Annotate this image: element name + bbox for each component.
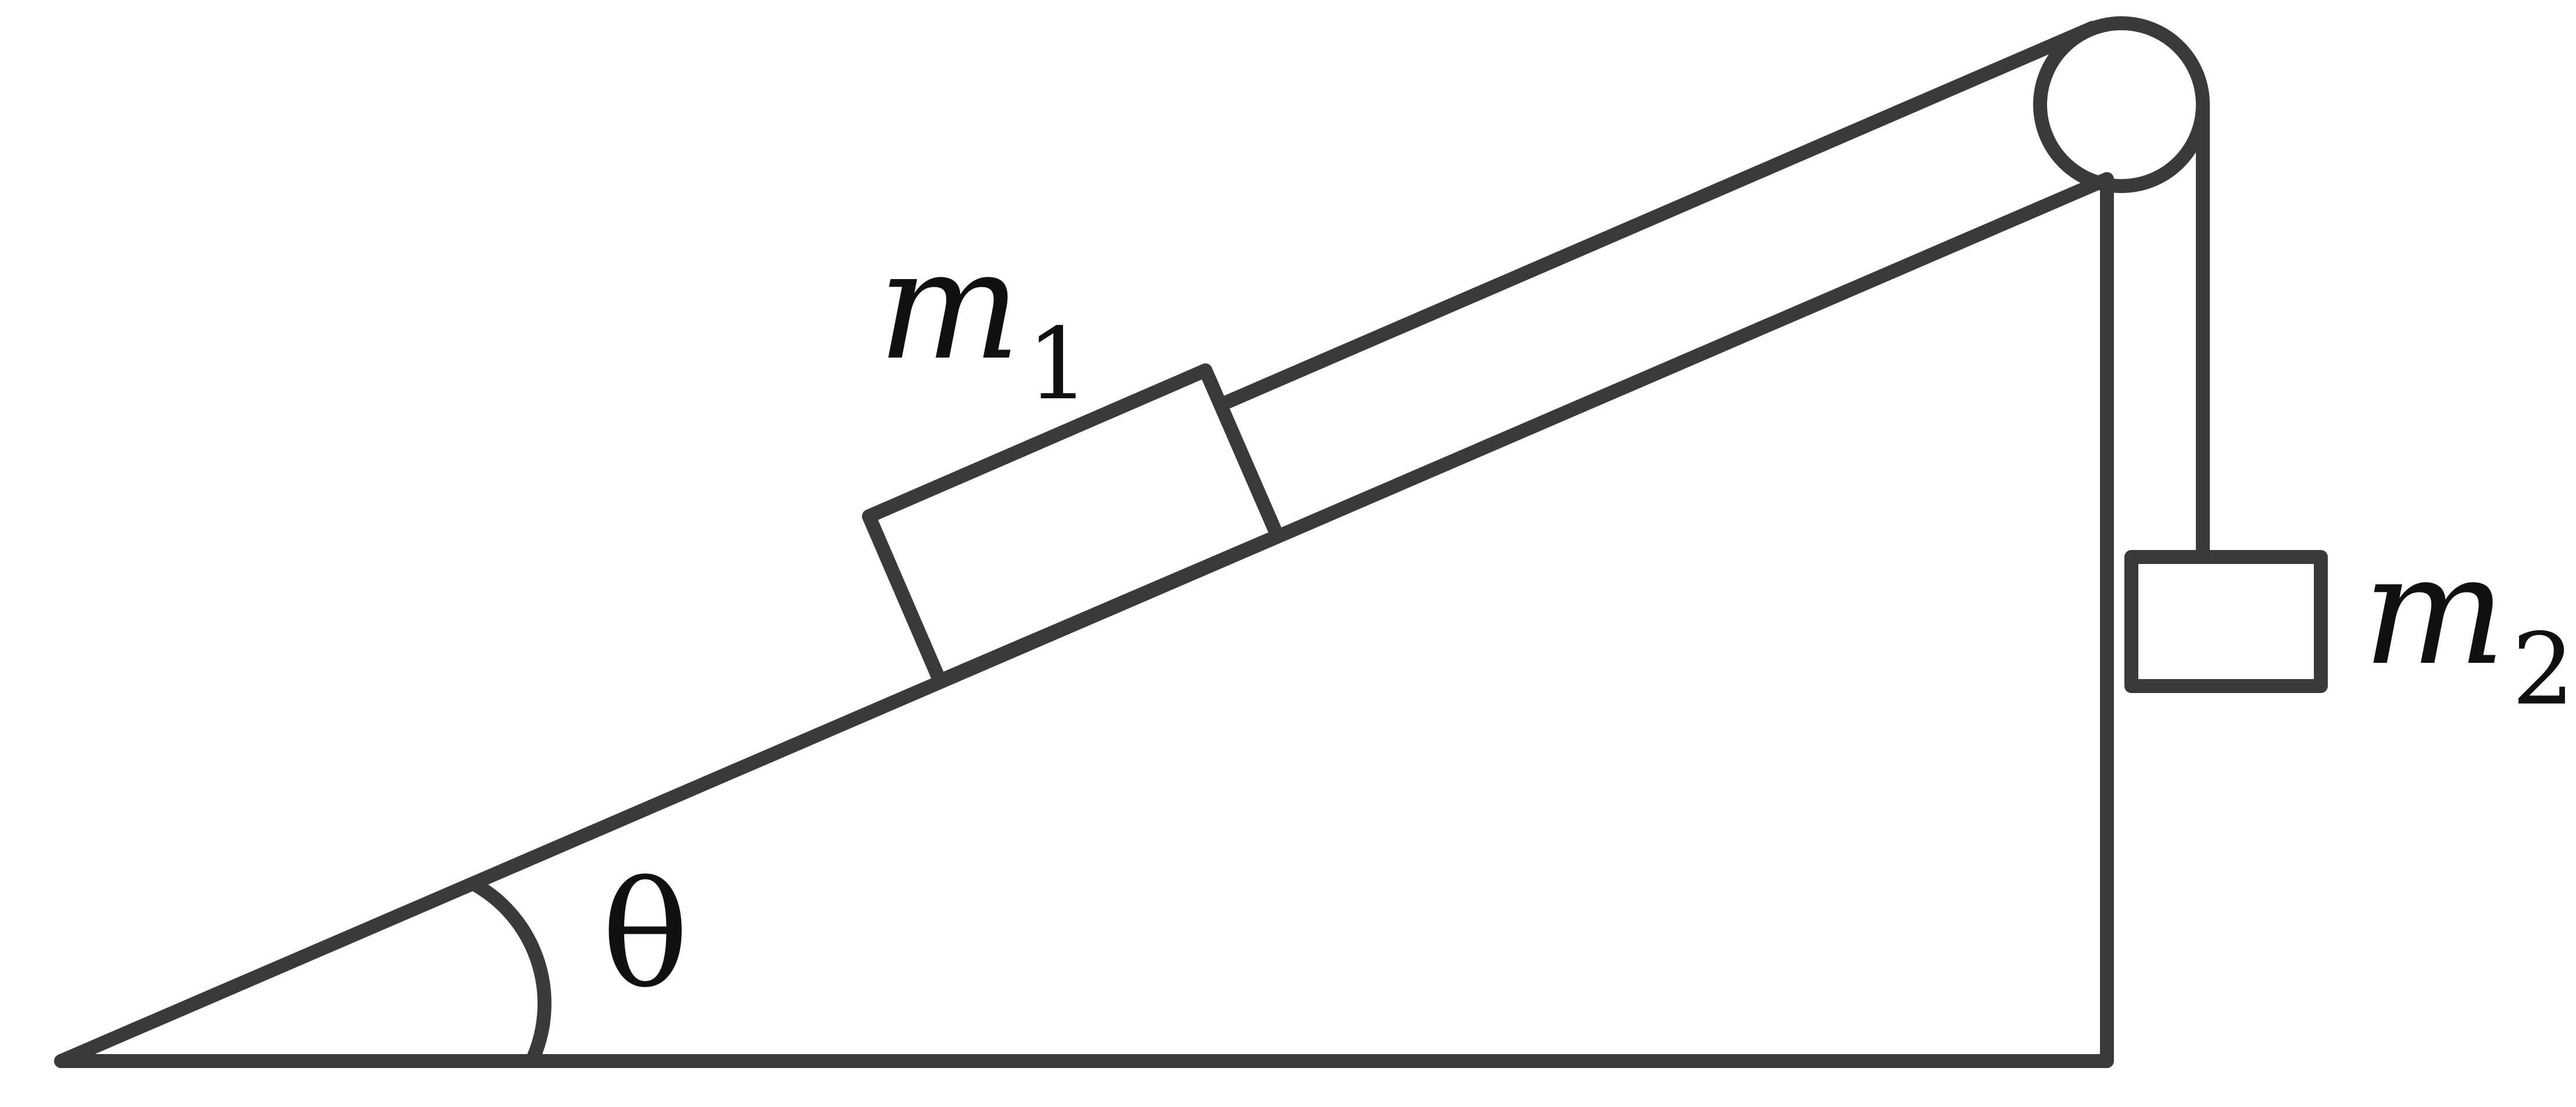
block-m2 bbox=[2124, 550, 2328, 693]
mass1-label: m1 bbox=[878, 218, 1090, 422]
block-m1 bbox=[862, 363, 1285, 688]
angle-arc bbox=[470, 879, 552, 1068]
pulley-wheel bbox=[2033, 16, 2210, 193]
angle-label: θ bbox=[602, 851, 689, 1020]
rope-incline-segment bbox=[1219, 21, 2099, 409]
mass2-label: m2 bbox=[2363, 523, 2575, 727]
